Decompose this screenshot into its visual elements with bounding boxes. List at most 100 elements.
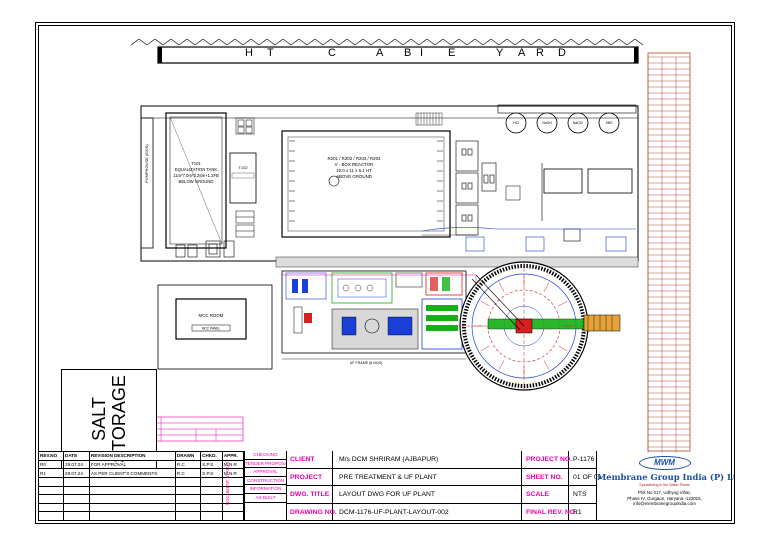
reactor-name: V - BOX REACTOR — [335, 162, 374, 167]
mcc-panel-label: MCC PANEL — [202, 327, 221, 331]
revision-row-empty — [37, 511, 245, 521]
sheet-border — [38, 25, 732, 521]
final-rev-label: FINAL REV. NO. — [523, 503, 577, 521]
revision-row: R0 28.07.24 FOR APPROVAL R.C S.P.S M.N.R — [37, 459, 245, 470]
v-box-reactor — [281, 130, 451, 238]
company-logo: MWM — [638, 456, 691, 470]
title-row-drawing-no: DRAWING NO. DCM-1176-UF-PLANT-LAYOUT-002… — [287, 503, 597, 521]
revision-row-empty — [37, 494, 245, 504]
uf-caption: UF FRAME (8 NOS) — [350, 361, 383, 365]
revision-header-row: REV.NO DATE REVISION DESCRIPTION DRAWN C… — [37, 451, 245, 461]
scale-label: SCALE — [523, 486, 569, 503]
salt-storage-line1: SALT — [89, 397, 109, 441]
sheet-no-label: SHEET NO. — [523, 468, 569, 485]
drawing-no-label: DRAWING NO. — [287, 503, 337, 521]
control-panels — [455, 140, 497, 236]
legend-table — [150, 416, 244, 442]
reactor-tags: R201 / R202 / R203 / R204 — [328, 156, 382, 161]
client-value: M/s DCM SHRIRAM (AJBAPUR) — [334, 451, 522, 468]
reactor-agitator — [328, 175, 340, 187]
boundary-fence-top — [130, 38, 644, 46]
yard-letter: Y — [496, 47, 505, 59]
silo-hcl: HCl — [513, 121, 519, 125]
rev-cell: AS PER CLIENT'S COMMENTS — [88, 468, 176, 478]
address-line-2: Phase IV, Gurgaon, Haryana -122015, — [627, 495, 702, 501]
scale-value: NTS — [573, 491, 587, 498]
revision-table: REV.NO DATE REVISION DESCRIPTION DRAWN C… — [37, 451, 245, 521]
yard-letter: T — [267, 47, 275, 59]
yard-letter: D — [558, 47, 567, 59]
yard-letter: B — [404, 47, 413, 59]
rev-header-cell: REV.NO — [37, 451, 65, 461]
status-tender: TENDER PROPOSAL — [245, 460, 286, 469]
yard-letter: R — [536, 47, 545, 59]
yard-letter: A — [376, 47, 385, 59]
rev-cell: 28.07.24 — [63, 459, 90, 470]
road-strip — [275, 256, 639, 268]
mcc-room-label: MCC ROOM — [199, 313, 224, 318]
rev-cell: S.P.S — [200, 468, 223, 478]
client-label: CLIENT — [287, 451, 333, 468]
company-email[interactable]: info@membranegroupindia.com — [633, 501, 696, 507]
reactor-level: ABOVE GROUND — [336, 174, 372, 179]
title-row-client: CLIENT M/s DCM SHRIRAM (AJBAPUR) PROJECT… — [287, 451, 597, 469]
pumphouse-label: PUMPHOUSE (EXIS) — [144, 144, 149, 183]
rev-header-cell: DATE — [63, 451, 90, 461]
silo-naocl: NaOCl — [573, 121, 583, 125]
sheet-no-value: 01 OF 01 — [573, 473, 602, 481]
status-approval: APPROVAL — [245, 468, 286, 477]
salt-storage-line2: STORAGE — [109, 375, 129, 463]
revision-row-empty — [37, 502, 245, 513]
plant-layout-drawing: PUMPHOUSE (EXIS) T101 EQUALIZATION TANK … — [130, 38, 691, 453]
project-no-label: PROJECT NO. — [523, 451, 572, 468]
silo-sbs: SBS — [606, 121, 614, 125]
company-address: Plot No 217, Udhyog Vihar, Phase IV, Gur… — [597, 490, 732, 507]
revision-row-empty — [37, 485, 245, 496]
rev-cell: R1 — [37, 468, 65, 478]
clarifier — [459, 261, 621, 391]
address-line-1: Plot No 217, Udhyog Vihar, — [638, 490, 691, 495]
reactor-size: 10.0 x 11 x 6.1 HT — [336, 168, 372, 173]
eq-tank-level: BELOW GROUND — [179, 179, 214, 184]
eq-tank-name: EQUALIZATION TANK — [175, 167, 218, 172]
drawing-no-value: DCM-1176-UF-PLANT-LAYOUT-002 — [334, 503, 522, 521]
project-value: PRE TREATMENT & UF PLANT — [334, 468, 522, 485]
eq-tank-tag: T101 — [191, 161, 201, 166]
final-rev-value: R1 — [573, 508, 582, 516]
silo-naoh: NaOH — [542, 121, 552, 125]
document-status-column: CHECKING TENDER PROPOSAL APPROVAL CONSTR… — [244, 451, 286, 521]
stair-hatch — [415, 112, 443, 126]
brick-wall — [647, 52, 691, 453]
company-name: Membrane Group India (P) Ltd. — [597, 472, 735, 482]
pumphouse-strip — [140, 117, 154, 249]
title-row-project: PROJECT PRE TREATMENT & UF PLANT SHEET N… — [287, 468, 602, 486]
chemical-silos: HCl NaOH NaOCl SBS — [497, 104, 637, 221]
dosing-equipment-left — [235, 117, 255, 238]
rev-header-cell: REVISION DESCRIPTION — [88, 451, 176, 461]
rev-cell: R.C — [174, 459, 202, 470]
rev-cell: S.P.S — [200, 459, 223, 470]
status-information: INFORMATION — [245, 485, 286, 494]
title-row-dwg: DWG. TITLE LAYOUT DWG FOR UF PLANT SCALE… — [287, 486, 597, 504]
status-construction: CONSTRUCTION — [245, 477, 286, 486]
rev-header-cell: DRAWN — [174, 451, 202, 461]
dwg-title-value: LAYOUT DWG FOR UF PLANT — [334, 486, 522, 503]
uf-plant-area — [281, 270, 477, 354]
company-tagline: Specializing in the Water Plants — [639, 483, 690, 487]
title-block: CLIENT M/s DCM SHRIRAM (AJBAPUR) PROJECT… — [286, 451, 602, 521]
plant-boundary — [140, 105, 639, 262]
rev-cell: 28.07.24 — [63, 468, 90, 478]
t102-label: T102 — [238, 165, 248, 170]
document-status-label: DOCUMENT STATUS — [225, 461, 230, 505]
drawing-sheet: PUMPHOUSE (EXIS) T101 EQUALIZATION TANK … — [35, 22, 735, 524]
status-as-built: AS BUILT — [245, 494, 286, 503]
revision-row-empty — [37, 476, 245, 487]
eq-tank-size: 11m*7.0m*3.25m+1.2FB — [173, 173, 219, 178]
project-no-value: P-1176 — [573, 456, 595, 463]
yard-letter: C — [328, 47, 337, 59]
company-block: MWM Membrane Group India (P) Ltd. Specia… — [596, 451, 735, 521]
mcc-building — [157, 284, 273, 370]
status-checking: CHECKING — [245, 451, 286, 460]
equalization-tank — [165, 112, 227, 249]
project-label: PROJECT — [287, 468, 333, 485]
